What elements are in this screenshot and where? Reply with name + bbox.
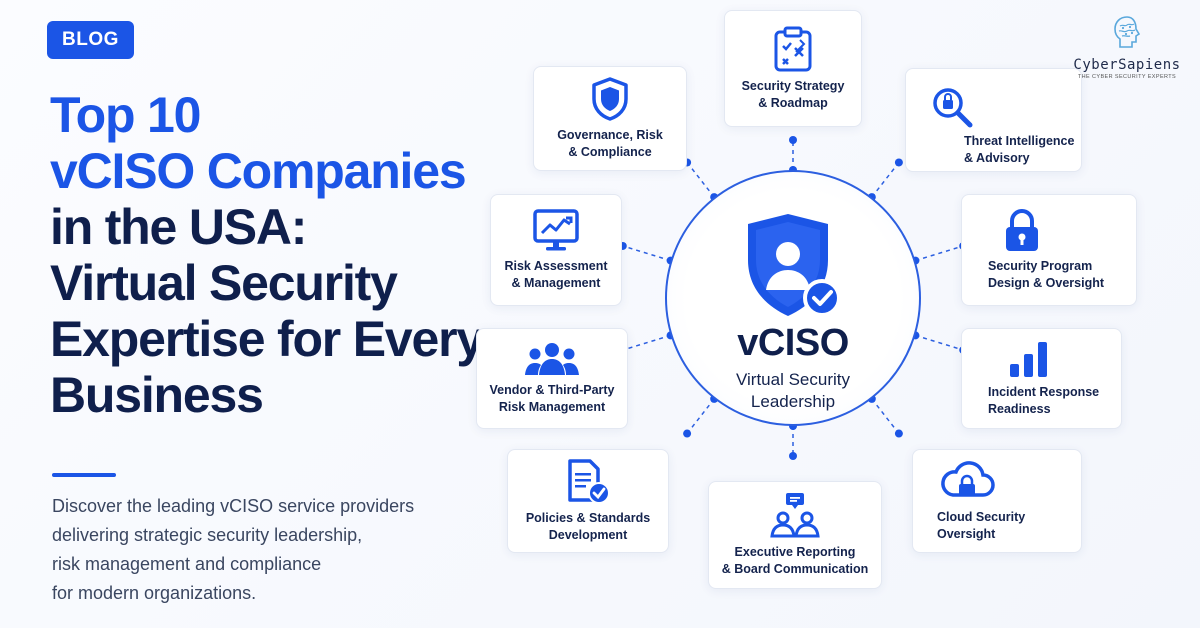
card-label-line: Cloud Security — [937, 510, 1026, 524]
connector-line — [622, 334, 671, 351]
description-line: delivering strategic security leadership… — [52, 525, 363, 545]
core-title: vCISO — [737, 322, 849, 364]
description-line: for modern organizations. — [52, 583, 257, 603]
connector-dot — [894, 158, 903, 167]
card-incident-response: Incident Response Readiness — [961, 328, 1122, 429]
headline-line: in the USA: — [50, 199, 307, 255]
card-label-line: & Advisory — [964, 151, 1030, 165]
team-icon — [525, 342, 579, 375]
vciso-core: vCISO Virtual Security Leadership — [665, 170, 921, 426]
clipboard-icon — [774, 26, 812, 71]
card-label-line: & Board Communication — [721, 562, 869, 576]
card-executive-reporting: Executive Reporting & Board Communicatio… — [708, 481, 882, 589]
card-label-line: Design & Oversight — [988, 276, 1104, 290]
card-label-line: Governance, Risk — [557, 127, 663, 142]
card-label-line: Executive Reporting — [734, 545, 856, 559]
divider — [52, 473, 116, 477]
card-policies-standards: Policies & Standards Development — [507, 449, 669, 553]
core-subtitle-line: Virtual Security — [735, 370, 850, 389]
headline: Top 10 vCISO Companies in the USA: Virtu… — [50, 87, 520, 423]
connector-line — [871, 398, 900, 434]
description-line: Discover the leading vCISO service provi… — [52, 496, 415, 516]
shield-user-icon — [748, 214, 841, 317]
card-label: Incident Response Readiness — [988, 384, 1099, 418]
logo-name: CyberSapiens — [1073, 57, 1181, 73]
card-label-line: Oversight — [937, 527, 996, 541]
card-threat-intelligence: Threat Intelligence & Advisory — [905, 68, 1082, 172]
connector-line — [871, 162, 900, 198]
card-label: Executive Reporting & Board Communicatio… — [722, 544, 869, 578]
card-label-line: Risk Assessment — [504, 259, 608, 273]
card-label-line: Vendor & Third-Party — [489, 382, 615, 397]
card-security-strategy: Security Strategy & Roadmap — [724, 10, 862, 127]
blog-badge: BLOG — [47, 21, 134, 59]
card-governance: Governance, Risk & Compliance — [533, 66, 687, 171]
connector-dot — [683, 429, 692, 438]
card-label: Governance, Risk & Compliance — [557, 127, 663, 161]
shield-icon — [592, 76, 628, 121]
card-label-line: & Management — [511, 276, 601, 290]
card-label-line: Security Strategy — [741, 78, 845, 93]
card-label-line: Development — [548, 528, 628, 542]
card-risk-assessment: Risk Assessment & Management — [490, 194, 622, 306]
card-label-line: & Roadmap — [758, 95, 828, 110]
description-line: risk management and compliance — [52, 554, 322, 574]
headline-line: Top 10 — [50, 87, 201, 143]
padlock-icon — [1006, 209, 1038, 251]
card-label: Security Strategy & Roadmap — [742, 78, 845, 112]
magnifier-icon — [933, 88, 973, 128]
document-check-icon — [568, 459, 610, 504]
connector-line — [915, 245, 964, 262]
card-label-line: Risk Management — [498, 399, 606, 414]
connector-line — [686, 162, 715, 198]
cloud-lock-icon — [941, 461, 995, 497]
logo-tagline: THE CYBER SECURITY EXPERTS — [1077, 74, 1177, 80]
card-cloud-security: Cloud Security Oversight — [912, 449, 1082, 553]
card-label: Threat Intelligence & Advisory — [964, 133, 1074, 167]
people-chat-icon — [770, 493, 820, 538]
card-label: Risk Assessment & Management — [504, 258, 607, 292]
card-label-line: Readiness — [988, 401, 1051, 416]
headline-line: Virtual Security — [50, 255, 398, 311]
connector-line — [686, 398, 715, 434]
card-label: Vendor & Third-Party Risk Management — [489, 382, 614, 416]
headline-line: Business — [50, 367, 264, 423]
connector-line — [622, 245, 671, 262]
connector-dot — [789, 136, 797, 144]
connector-dot — [894, 429, 903, 438]
headline-line: vCISO Companies — [50, 143, 467, 199]
card-label: Cloud Security Oversight — [937, 509, 1025, 543]
card-label-line: Security Program — [988, 259, 1093, 273]
card-label-line: Policies & Standards — [525, 511, 651, 525]
card-label-line: Incident Response — [988, 384, 1100, 399]
core-subtitle-line: Leadership — [750, 392, 836, 411]
card-security-program: Security Program Design & Oversight — [961, 194, 1137, 306]
card-label-line: Threat Intelligence — [964, 134, 1075, 148]
headline-line: Expertise for Every — [50, 311, 484, 367]
card-label: Security Program Design & Oversight — [988, 258, 1104, 292]
cybersapiens-logo: CyberSapiens THE CYBER SECURITY EXPERTS — [1062, 14, 1192, 80]
card-vendor-risk: Vendor & Third-Party Risk Management — [476, 328, 628, 429]
card-label: Policies & Standards Development — [526, 510, 650, 544]
core-subtitle: Virtual Security Leadership — [736, 369, 850, 413]
connector-dot — [789, 452, 797, 460]
connector-line — [915, 334, 964, 351]
bar-chart-icon — [1010, 341, 1047, 377]
description: Discover the leading vCISO service provi… — [52, 492, 472, 608]
card-label-line: & Compliance — [568, 144, 652, 159]
monitor-chart-icon — [533, 209, 579, 251]
brain-icon — [1114, 16, 1141, 48]
